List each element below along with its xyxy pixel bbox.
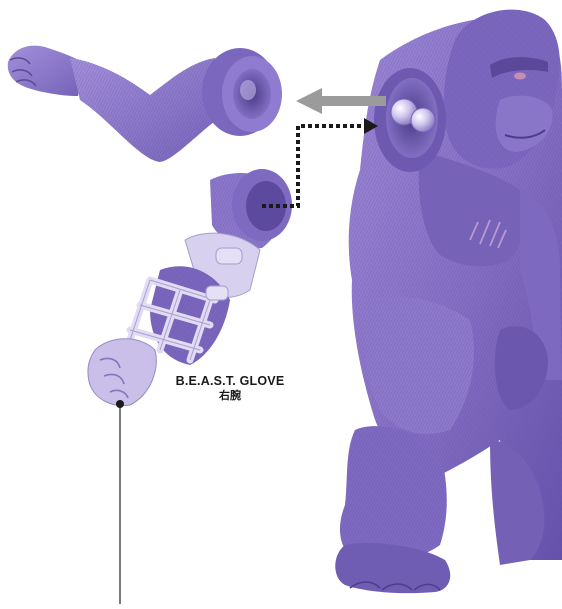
figure-eye <box>514 73 526 80</box>
glove-caption: B.E.A.S.T. GLOVE 右腕 <box>150 374 310 404</box>
detached-arm <box>8 46 282 162</box>
leader-line-icon <box>116 400 124 604</box>
beast-glove-arm <box>88 169 292 406</box>
product-name: B.E.A.S.T. GLOVE <box>150 374 310 389</box>
part-label: 右腕 <box>150 389 310 404</box>
